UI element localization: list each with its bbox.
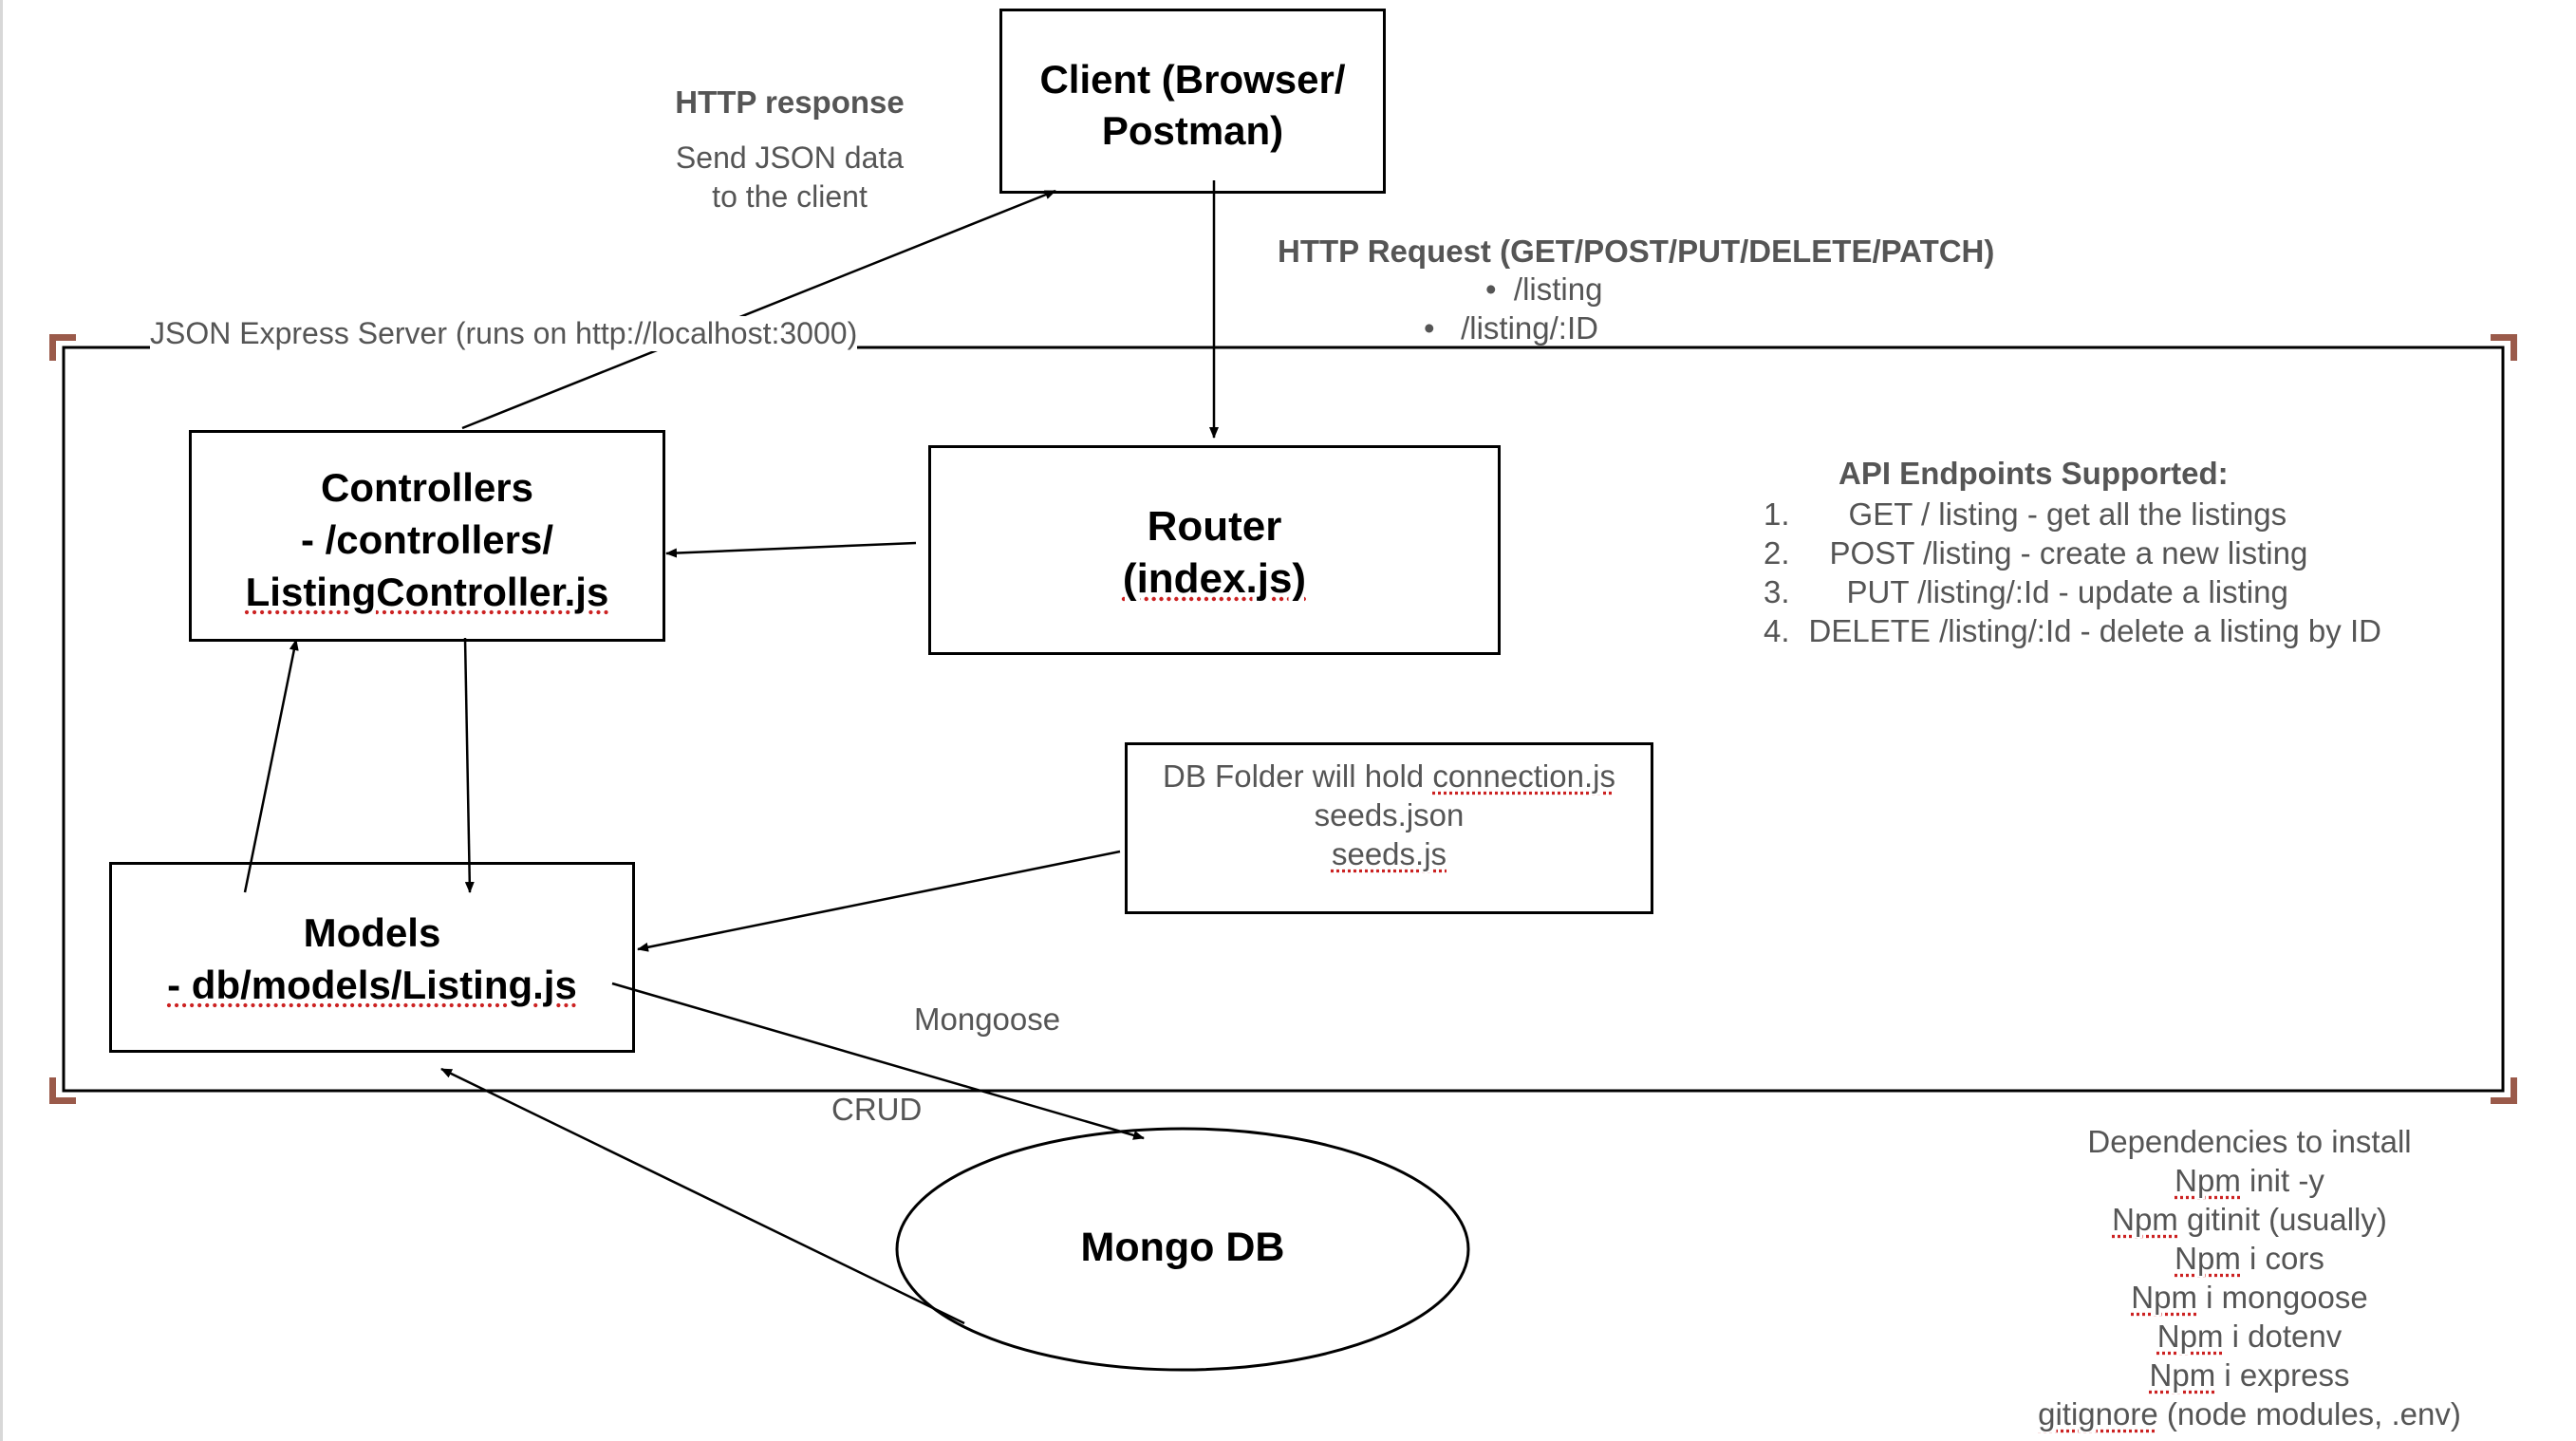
models-to-controllers-arrow (243, 639, 299, 893)
models-label-line2: - db/models/Listing.js (167, 963, 577, 1007)
router-box: Router (index.js) (928, 445, 1501, 655)
api-endpoint-item: 2. POST /listing - create a new listing (1764, 533, 2381, 572)
controllers-label: Controllers - /controllers/ ListingContr… (192, 461, 663, 618)
item-number: 1. (1764, 496, 1790, 532)
server-container (62, 346, 2505, 1093)
http-response-line1: Send JSON data (675, 140, 905, 175)
http-response-line2: to the client (712, 179, 868, 214)
controllers-box: Controllers - /controllers/ ListingContr… (189, 430, 665, 642)
resize-handle-top-left[interactable] (49, 334, 76, 361)
dependency-cmd: Npm (2175, 1241, 2241, 1276)
db-folder-label: DB Folder will hold connection.js seeds.… (1128, 757, 1651, 873)
item-number: 4. (1764, 613, 1790, 648)
dependencies-list: Dependencies to install Npm init -y Npm … (1965, 1122, 2534, 1433)
server-title: JSON Express Server (runs on http://loca… (150, 316, 858, 351)
api-endpoint-item: 1. GET / listing - get all the listings (1764, 495, 2381, 533)
item-text: PUT /listing/:Id - update a listing (1846, 574, 2288, 609)
db-folder-prefix: DB Folder will hold (1163, 758, 1433, 794)
dependency-cmd: Npm (2112, 1202, 2178, 1237)
item-text: DELETE /listing/:Id - delete a listing b… (1808, 613, 2381, 648)
item-text: POST /listing - create a new listing (1829, 535, 2308, 571)
db-folder-file: connection.js (1432, 758, 1615, 794)
dependency-args: (node modules, .env) (2157, 1396, 2461, 1432)
resize-handle-top-right[interactable] (2491, 334, 2517, 361)
dependency-cmd: Npm (2149, 1357, 2216, 1393)
mongo-to-models-arrow (440, 1067, 965, 1325)
route-text: /listing (1513, 271, 1603, 307)
controllers-label-line2: - /controllers/ (300, 517, 554, 562)
dependency-cmd: Npm (2131, 1280, 2197, 1315)
db-folder-line2: seeds.json (1314, 797, 1465, 833)
api-endpoints-list: 1. GET / listing - get all the listings 2… (1764, 495, 2381, 650)
resize-handle-bottom-left[interactable] (49, 1077, 76, 1104)
models-box: Models - db/models/Listing.js (109, 862, 635, 1053)
controllers-to-models-arrow (463, 637, 475, 893)
api-endpoint-item: 4. DELETE /listing/:Id - delete a listing… (1764, 611, 2381, 650)
client-label-line1: Client (Browser/ (1039, 57, 1346, 102)
client-label-line2: Postman) (1101, 108, 1284, 153)
dependency-args: i dotenv (2223, 1319, 2343, 1354)
models-to-mongo-arrow (611, 982, 1145, 1140)
page-edge (0, 0, 3, 1441)
dependency-cmd: gitignore (2038, 1396, 2158, 1432)
db-folder-line3: seeds.js (1331, 836, 1447, 871)
router-label: Router (index.js) (931, 500, 1498, 605)
mongo-db-label: Mongo DB (1080, 1225, 1285, 1270)
dependency-args: init -y (2240, 1163, 2324, 1198)
response-arrow (461, 189, 1056, 430)
dependency-args: i mongoose (2196, 1280, 2368, 1315)
dependency-item: gitignore (node modules, .env) (1965, 1394, 2534, 1433)
item-number: 3. (1764, 574, 1790, 609)
crud-label: CRUD (831, 1092, 923, 1127)
models-label: Models - db/models/Listing.js (112, 907, 632, 1011)
dependency-cmd: Npm (2175, 1163, 2241, 1198)
dependency-item: Npm init -y (1965, 1161, 2534, 1200)
dependency-item: Npm i cors (1965, 1239, 2534, 1278)
client-box: Client (Browser/ Postman) (999, 9, 1386, 194)
router-label-line2: (index.js) (1122, 555, 1307, 602)
item-text: GET / listing - get all the listings (1848, 496, 2287, 532)
item-number: 2. (1764, 535, 1790, 571)
bullet-icon: • (1485, 271, 1497, 307)
http-request-route-1: • /listing (1485, 271, 1602, 308)
dependencies-title: Dependencies to install (2087, 1124, 2412, 1159)
mongo-db-ellipse (895, 1127, 1470, 1372)
api-endpoint-item: 3. PUT /listing/:Id - update a listing (1764, 572, 2381, 611)
route-text: /listing/:ID (1461, 310, 1598, 346)
dependency-args: i cors (2240, 1241, 2324, 1276)
resize-handle-bottom-right[interactable] (2491, 1077, 2517, 1104)
router-to-controllers-arrow (665, 541, 917, 558)
dependency-args: gitinit (usually) (2177, 1202, 2387, 1237)
http-request-title: HTTP Request (GET/POST/PUT/DELETE/PATCH) (1278, 234, 1995, 269)
http-response-title: HTTP response (675, 84, 905, 120)
controllers-label-line1: Controllers (320, 465, 534, 510)
dependency-cmd: Npm (2156, 1319, 2224, 1354)
bullet-icon: • (1424, 310, 1435, 346)
dependency-item: Npm gitinit (usually) (1965, 1200, 2534, 1239)
http-request-route-2: • /listing/:ID (1424, 310, 1598, 346)
controllers-label-line3: ListingController.js (245, 570, 609, 614)
dependency-args: i express (2215, 1357, 2350, 1393)
dependency-item: Npm i dotenv (1965, 1317, 2534, 1356)
dbfolder-to-models-arrow (637, 850, 1121, 952)
client-label: Client (Browser/ Postman) (1002, 54, 1383, 157)
http-response-annotation: HTTP response Send JSON data to the clie… (600, 84, 980, 216)
db-folder-line1: DB Folder will hold connection.js (1128, 757, 1651, 795)
router-label-line1: Router (1147, 503, 1282, 550)
mongoose-label: Mongoose (914, 1001, 1061, 1037)
dependency-item: Npm i mongoose (1965, 1278, 2534, 1317)
api-endpoints-title: API Endpoints Supported: (1839, 456, 2229, 491)
dependency-item: Npm i express (1965, 1356, 2534, 1394)
models-label-line1: Models (303, 910, 441, 955)
db-folder-box: DB Folder will hold connection.js seeds.… (1125, 742, 1653, 914)
